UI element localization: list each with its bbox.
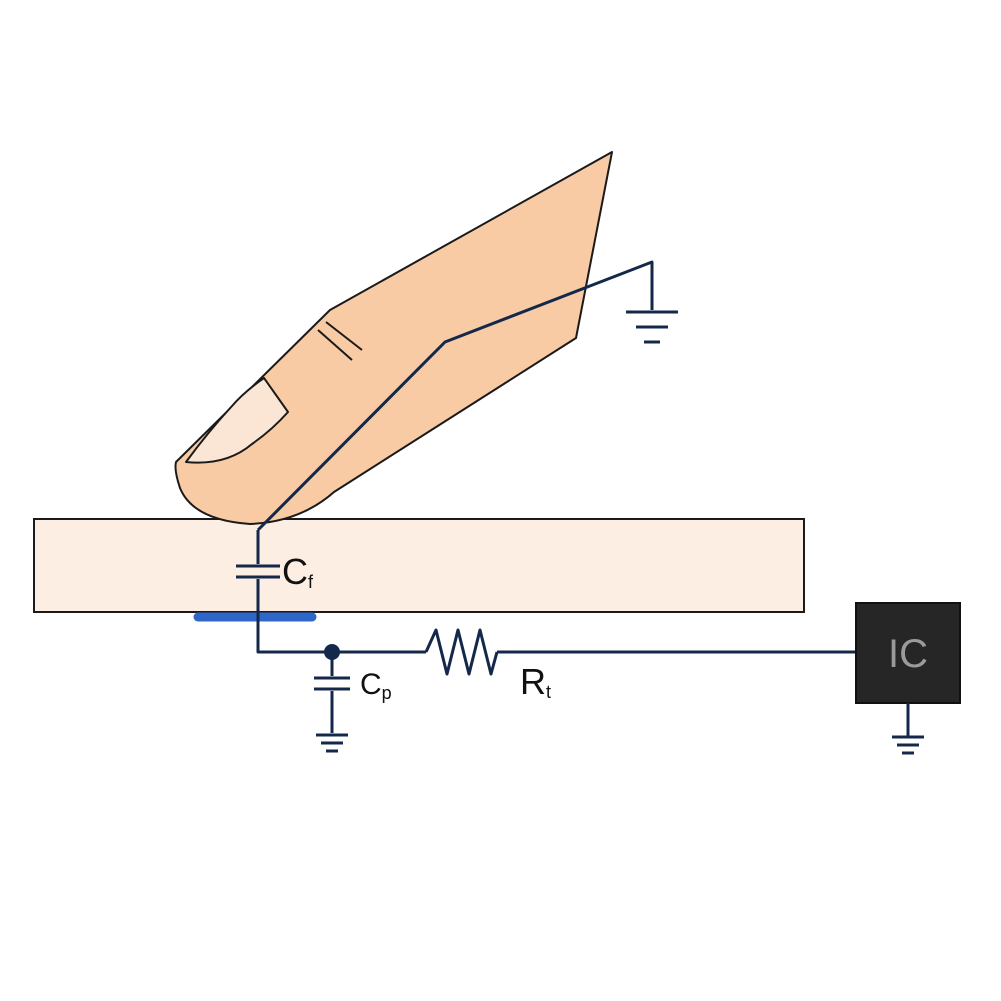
cp-label-sub: p	[382, 683, 392, 703]
knuckle-crease-1	[317, 329, 353, 361]
capacitor-icon	[236, 564, 280, 579]
ic-chip	[855, 602, 961, 704]
fingernail	[185, 377, 289, 464]
ground-icon	[626, 310, 678, 344]
knuckle-crease-2	[325, 321, 363, 351]
rt-label-main: R	[520, 661, 546, 702]
main-signal-wire	[256, 579, 426, 654]
capacitor-icon	[314, 676, 350, 691]
rt-label-sub: t	[546, 682, 551, 702]
cf-label-sub: f	[308, 572, 314, 592]
cf-label-main: C	[282, 551, 308, 592]
cf-label: Cf	[282, 551, 314, 592]
finger-body	[174, 151, 613, 525]
ic-label: IC	[888, 632, 928, 676]
resistor-icon	[424, 628, 499, 676]
cover-panel	[33, 518, 805, 613]
finger	[174, 151, 613, 525]
cp-label: Cp	[360, 668, 392, 703]
ground-icon	[316, 733, 348, 753]
rt-label: Rt	[520, 661, 551, 702]
ground-icon	[892, 735, 924, 755]
body-ground-wire	[256, 260, 654, 532]
cp-label-main: C	[360, 668, 382, 701]
